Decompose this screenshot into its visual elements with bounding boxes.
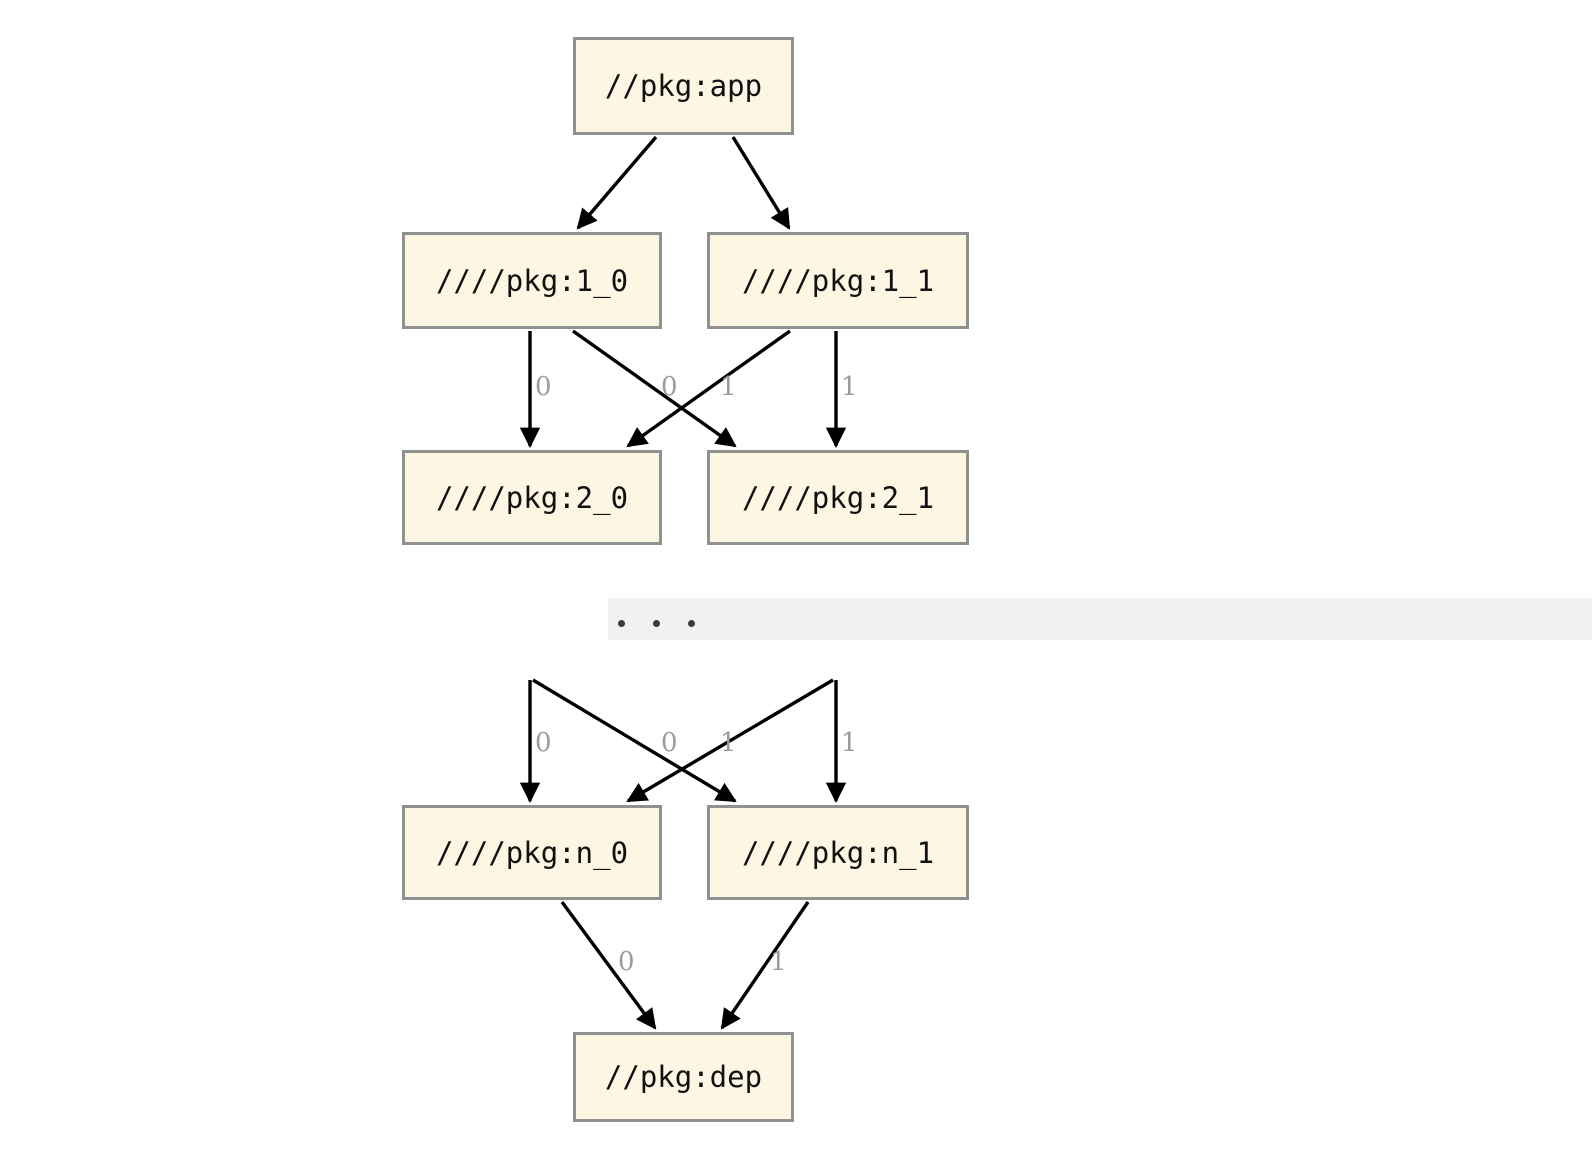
edge-label: 1 — [720, 728, 737, 758]
node-ln_0[interactable]: ////pkg:n_0 — [402, 805, 662, 900]
edge-label: 0 — [618, 947, 635, 977]
edge-label: 0 — [535, 372, 552, 402]
edge-label: 0 — [661, 728, 678, 758]
node-l1_0[interactable]: ////pkg:1_0 — [402, 232, 662, 329]
edge-label: 1 — [841, 372, 858, 402]
node-label: //pkg:app — [604, 69, 763, 103]
node-ln_1[interactable]: ////pkg:n_1 — [707, 805, 969, 900]
node-label: //pkg:dep — [604, 1060, 763, 1094]
edge-arrow — [532, 678, 737, 803]
node-l2_0[interactable]: ////pkg:2_0 — [402, 450, 662, 545]
edge-label: 0 — [661, 372, 678, 402]
edge-lines — [519, 135, 847, 1030]
ellipsis-dots — [608, 620, 695, 640]
edge-label: 1 — [770, 947, 787, 977]
node-app[interactable]: //pkg:app — [573, 37, 794, 135]
edge-arrow — [626, 329, 791, 448]
edge-arrow — [731, 136, 791, 230]
node-label: ////pkg:1_0 — [435, 263, 629, 298]
node-label: ////pkg:1_1 — [741, 263, 935, 298]
node-l2_1[interactable]: ////pkg:2_1 — [707, 450, 969, 545]
edge-arrow — [576, 135, 658, 230]
edge-arrow — [560, 900, 657, 1030]
ellipsis-dot — [653, 620, 660, 627]
node-dep[interactable]: //pkg:dep — [573, 1032, 794, 1122]
edge-arrow — [720, 901, 810, 1030]
node-label: ////pkg:n_1 — [741, 835, 935, 870]
edge-label: 1 — [720, 372, 737, 402]
ellipsis-dot — [618, 620, 625, 627]
node-label: ////pkg:2_0 — [435, 480, 629, 515]
node-l1_1[interactable]: ////pkg:1_1 — [707, 232, 969, 329]
node-label: ////pkg:2_1 — [741, 480, 935, 515]
ellipsis-dot — [688, 620, 695, 627]
edge-label: 1 — [841, 728, 858, 758]
edge-arrow — [626, 678, 834, 803]
ellipsis-separator-band — [608, 598, 1592, 640]
edge-arrow — [572, 329, 737, 448]
node-label: ////pkg:n_0 — [435, 835, 629, 870]
edge-label: 0 — [535, 728, 552, 758]
